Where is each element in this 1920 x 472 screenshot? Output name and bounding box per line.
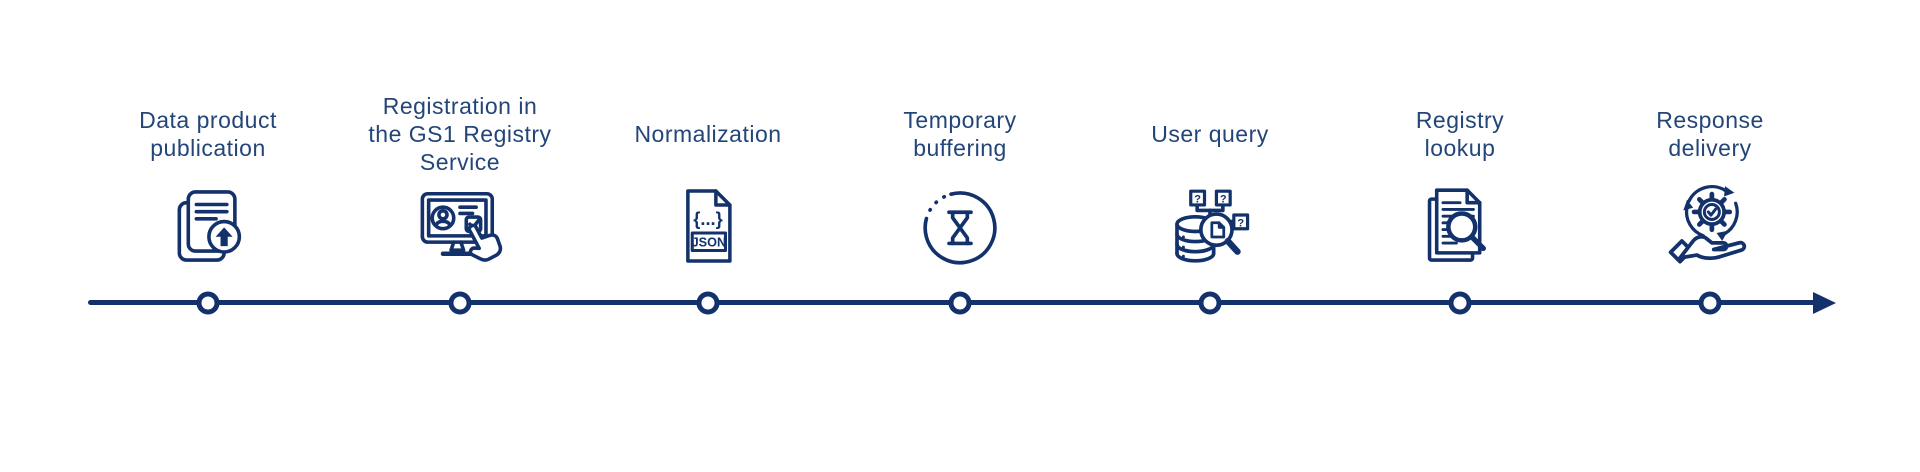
- step-label-line: delivery: [1668, 135, 1752, 161]
- step-data-product-publication: Data product publication: [83, 72, 333, 272]
- step-label: Data product publication: [83, 72, 333, 196]
- braces-text: {...}: [693, 208, 723, 229]
- step-temporary-buffering: Temporary buffering: [835, 72, 1085, 272]
- step-label-line: Registration in: [382, 93, 538, 119]
- timeline-arrowhead-icon: [1813, 291, 1836, 314]
- json-file-icon: {...} JSON: [583, 180, 833, 272]
- step-label: Registration in the GS1 Registry Service: [335, 72, 585, 196]
- step-label-line: Temporary: [903, 107, 1017, 133]
- step-label-line: Service: [419, 149, 501, 175]
- step-label-line: the GS1 Registry: [368, 121, 552, 147]
- step-label: Temporary buffering: [835, 72, 1085, 196]
- hand-gear-delivery-icon: [1585, 180, 1835, 272]
- documents-upload-icon: [83, 180, 333, 272]
- database-query-icon: ? ? ?: [1085, 180, 1335, 272]
- monitor-registration-icon: [335, 180, 585, 272]
- step-response-delivery: Response delivery: [1585, 72, 1835, 272]
- document-search-icon: [1335, 180, 1585, 272]
- step-user-query: User query: [1085, 72, 1335, 272]
- hourglass-timer-icon: [835, 180, 1085, 272]
- timeline-node-4: [948, 291, 972, 314]
- step-label: User query: [1085, 72, 1335, 196]
- step-label-line: Normalization: [634, 121, 782, 147]
- timeline-node-2: [448, 291, 472, 314]
- step-label: Registry lookup: [1335, 72, 1585, 196]
- step-label-line: Response: [1656, 107, 1764, 133]
- timeline-node-1: [196, 291, 220, 314]
- timeline-node-5: [1198, 291, 1222, 314]
- step-label: Normalization: [583, 72, 833, 196]
- json-text: JSON: [692, 236, 727, 250]
- step-label-line: buffering: [913, 135, 1007, 161]
- step-label: Response delivery: [1585, 72, 1835, 196]
- timeline-node-6: [1448, 291, 1472, 314]
- question-mark-text: ?: [1237, 217, 1244, 229]
- step-registry-lookup: Registry lookup: [1335, 72, 1585, 272]
- step-gs1-registration: Registration in the GS1 Registry Service: [335, 72, 585, 272]
- timeline-node-3: [696, 291, 720, 314]
- step-label-line: lookup: [1424, 135, 1496, 161]
- step-label-line: User query: [1151, 121, 1269, 147]
- question-mark-text: ?: [1220, 194, 1227, 206]
- step-label-line: Registry: [1415, 107, 1505, 133]
- timeline-node-7: [1698, 291, 1722, 314]
- step-label-line: Data product: [139, 107, 277, 133]
- step-normalization: Normalization {...} JSON: [583, 72, 833, 272]
- step-label-line: publication: [150, 135, 266, 161]
- question-mark-text: ?: [1194, 194, 1201, 206]
